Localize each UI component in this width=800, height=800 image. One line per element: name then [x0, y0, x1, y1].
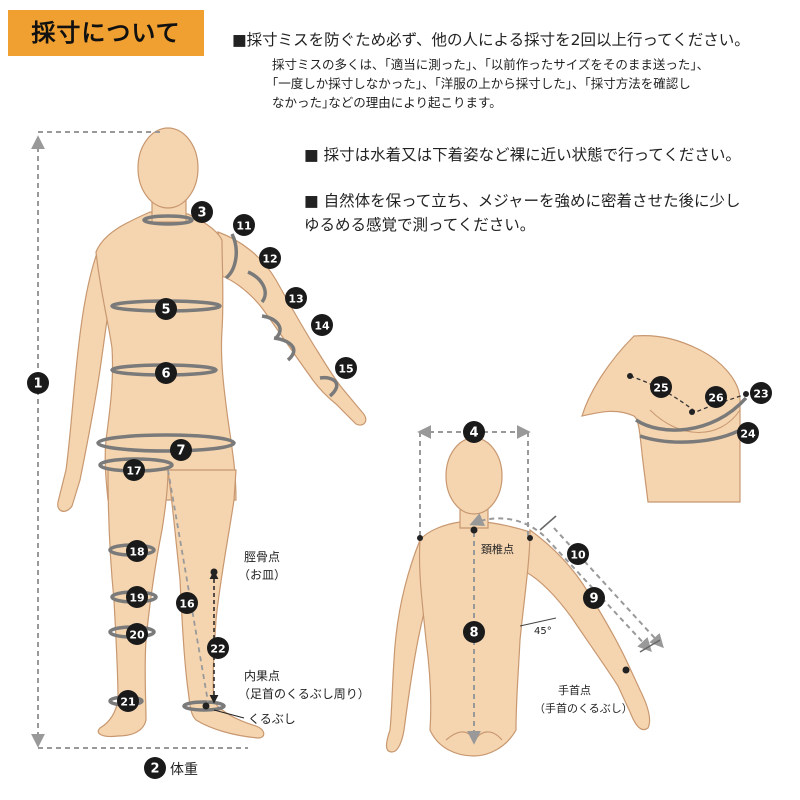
marker-label-20: 20: [129, 629, 145, 642]
marker-circle-9: [583, 587, 605, 609]
marker-circle-21: [117, 690, 139, 712]
marker-label-12: 12: [262, 253, 277, 266]
label-weight: 体重: [170, 762, 198, 778]
marker-circle-7: [170, 439, 192, 461]
marker-circle-8: [463, 621, 485, 643]
marker-circle-22: [207, 637, 229, 659]
marker-circle-11: [233, 214, 255, 236]
marker-circle-17: [123, 459, 145, 481]
note-posture-line: ゆるめる感覚で測ってください。: [304, 216, 536, 234]
label-wrist-point: 手首点: [558, 683, 591, 697]
marker-circle-13: [285, 287, 307, 309]
label-angle: 45°: [534, 626, 552, 637]
note-posture-line: ■ 自然体を保って立ち、メジャーを強めに密着させた後に少し: [304, 192, 741, 210]
marker-circle-4: [463, 421, 485, 443]
marker-label-8: 8: [469, 626, 478, 641]
marker-label-18: 18: [129, 546, 144, 559]
note-posture: ■ 自然体を保って立ち、メジャーを強めに密着させた後に少し ゆるめる感覚で測って…: [304, 189, 741, 237]
marker-label-10: 10: [570, 549, 586, 562]
measure-markers: 1234567891011121314151617181920212223242…: [27, 201, 772, 779]
marker-label-4: 4: [469, 426, 478, 441]
marker-label-21: 21: [120, 696, 135, 709]
page-title: 採寸について: [8, 10, 204, 56]
marker-label-26: 26: [708, 392, 724, 405]
marker-circle-25: [650, 376, 672, 398]
marker-label-1: 1: [33, 377, 42, 392]
marker-label-19: 19: [129, 592, 144, 605]
marker-label-16: 16: [179, 598, 195, 611]
note-sub-line: ｢一度しか採寸しなかった｣、｢洋服の上から採寸した｣、｢採寸方法を確認し: [272, 76, 691, 91]
marker-label-15: 15: [338, 363, 353, 376]
marker-circle-6: [155, 362, 177, 384]
label-wrist-sub: （手首のくるぶし）: [534, 701, 633, 715]
label-malleolus: 内果点: [244, 669, 280, 683]
marker-label-11: 11: [236, 220, 251, 233]
note-sub: 採寸ミスの多くは、｢適当に測った｣、｢以前作ったサイズをそのまま送った｣、 ｢一…: [272, 55, 772, 112]
note-sub-line: なかった｣などの理由により起こります。: [272, 95, 502, 110]
marker-label-7: 7: [176, 444, 185, 459]
marker-label-22: 22: [210, 643, 225, 656]
marker-circle-15: [335, 357, 357, 379]
label-malleolus-sub: （足首のくるぶし周り）: [238, 687, 370, 701]
marker-label-6: 6: [161, 367, 170, 382]
marker-circle-16: [176, 592, 198, 614]
marker-circle-12: [259, 247, 281, 269]
label-patella-sub: （お皿）: [238, 568, 286, 582]
marker-label-24: 24: [740, 428, 756, 441]
marker-circle-5: [155, 298, 177, 320]
marker-circle-19: [126, 586, 148, 608]
marker-circle-14: [311, 314, 333, 336]
marker-circle-3: [191, 201, 213, 223]
marker-label-3: 3: [197, 206, 206, 221]
note-clothing: ■ 採寸は水着又は下着姿など裸に近い状態で行ってください。: [304, 146, 741, 164]
label-patella: 脛骨点: [244, 550, 280, 564]
bust-figure: [581, 335, 741, 503]
marker-circle-1: [27, 372, 49, 394]
marker-circle-18: [126, 540, 148, 562]
marker-circle-20: [126, 623, 148, 645]
marker-circle-23: [750, 382, 772, 404]
bust-tapes: [635, 396, 748, 444]
marker-circle-10: [567, 543, 589, 565]
marker-circle-24: [737, 422, 759, 444]
marker-label-14: 14: [314, 320, 330, 333]
note-main: ■採寸ミスを防ぐため必ず、他の人による採寸を2回以上行ってください。: [232, 31, 750, 49]
marker-label-17: 17: [126, 465, 141, 478]
label-cervical: 頚椎点: [481, 542, 514, 556]
marker-label-25: 25: [653, 382, 668, 395]
note-sub-line: 採寸ミスの多くは、｢適当に測った｣、｢以前作ったサイズをそのまま送った｣、: [272, 57, 710, 72]
marker-label-23: 23: [753, 388, 768, 401]
marker-label-2: 2: [150, 762, 159, 777]
marker-circle-26: [705, 386, 727, 408]
marker-label-5: 5: [161, 303, 170, 318]
label-ankle-bone: くるぶし: [248, 712, 296, 726]
marker-circle-2: [144, 757, 166, 779]
marker-label-13: 13: [288, 293, 303, 306]
marker-label-9: 9: [589, 592, 598, 607]
